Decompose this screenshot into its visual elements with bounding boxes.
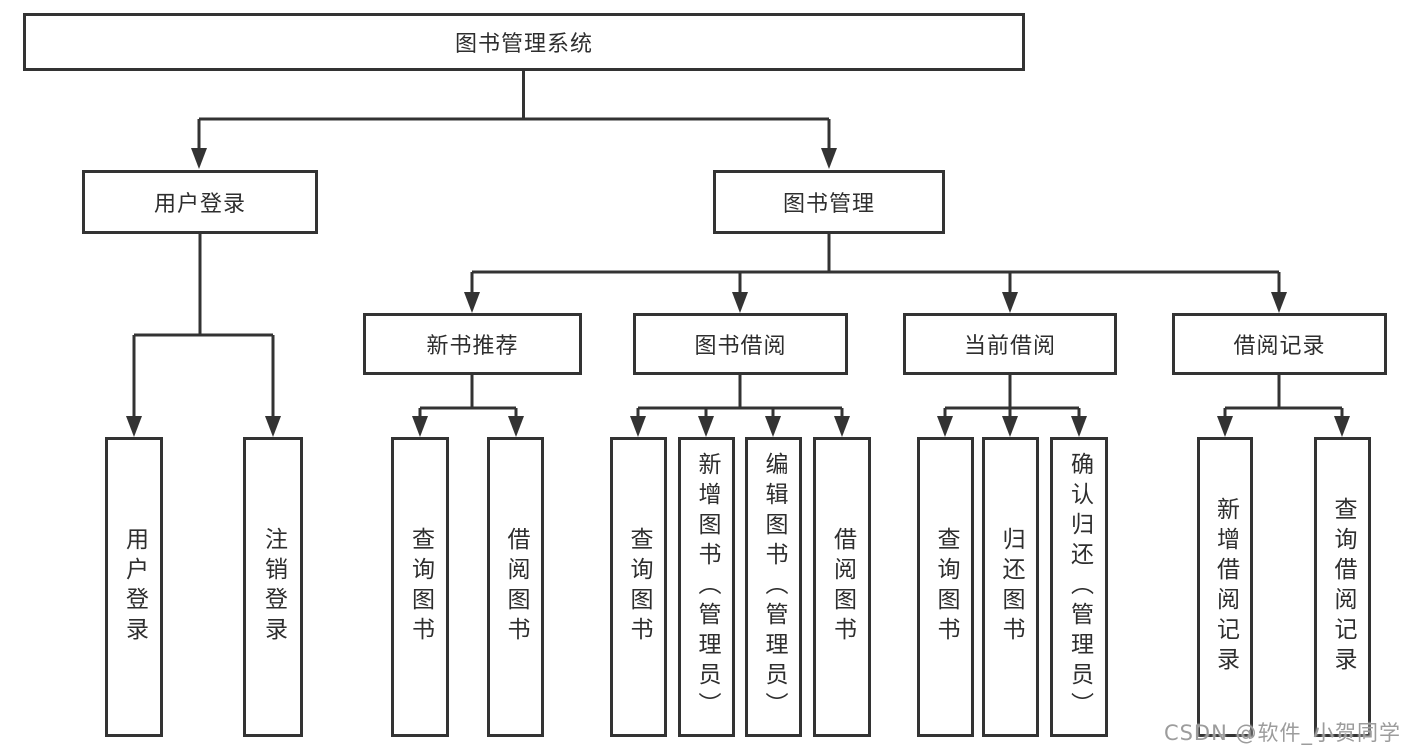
node-label: 新增图书（管理员）: [694, 452, 720, 722]
connector-user-login-to-leaves: [126, 234, 281, 437]
connector-line: [636, 375, 844, 418]
arrowhead-icon: [1002, 416, 1018, 437]
node-label: 图书管理: [782, 192, 875, 217]
node-book-management: 图书管理: [713, 170, 945, 234]
leaf-confirm-return-admin: 确认归还（管理员）: [1050, 437, 1108, 737]
node-label: 查询图书: [626, 527, 652, 647]
leaf-edit-books-admin: 编辑图书（管理员）: [745, 437, 802, 737]
arrowhead-icon: [1334, 416, 1350, 437]
connector-line: [1223, 375, 1344, 418]
arrowhead-icon: [630, 416, 646, 437]
node-current-borrow: 当前借阅: [903, 313, 1117, 375]
leaf-return-books: 归还图书: [982, 437, 1039, 737]
connector-book-borrow-to-leaves: [630, 375, 850, 437]
node-library-system: 图书管理系统: [23, 13, 1025, 71]
node-borrow-records: 借阅记录: [1172, 313, 1387, 375]
node-label: 当前借阅: [963, 334, 1056, 359]
arrowhead-icon: [412, 416, 428, 437]
arrowhead-icon: [265, 416, 281, 437]
leaf-logout: 注销登录: [243, 437, 303, 737]
arrowhead-icon: [1071, 416, 1087, 437]
node-label: 归还图书: [998, 527, 1024, 647]
connector-book-management-to-level3: [464, 234, 1287, 313]
csdn-watermark: CSDN @软件_小贺同学: [1163, 721, 1401, 745]
arrowhead-icon: [937, 416, 953, 437]
arrowhead-icon: [1271, 292, 1287, 313]
arrowhead-icon: [698, 416, 714, 437]
connector-line: [943, 375, 1081, 418]
connector-line: [418, 375, 518, 418]
node-label: 新增借阅记录: [1212, 497, 1239, 677]
node-label: 编辑图书（管理员）: [761, 452, 787, 722]
node-label: 借阅图书: [503, 527, 529, 647]
connector-line: [470, 234, 1281, 294]
arrowhead-icon: [464, 292, 480, 313]
node-label: 注销登录: [260, 527, 287, 647]
node-label: 借阅图书: [829, 527, 856, 647]
leaf-query-borrow-record: 查询借阅记录: [1314, 437, 1371, 737]
node-label: 用户登录: [153, 192, 246, 217]
arrowhead-icon: [1002, 292, 1018, 313]
connector-line: [197, 71, 831, 150]
node-label: 图书借阅: [694, 334, 787, 359]
node-user-login: 用户登录: [82, 170, 318, 234]
leaf-query-books-borrow: 查询图书: [610, 437, 667, 737]
leaf-borrow-books: 借阅图书: [813, 437, 871, 737]
node-label: 借阅记录: [1233, 334, 1326, 359]
connector-new-book-recommend-to-leaves: [412, 375, 524, 437]
leaf-user-login: 用户登录: [105, 437, 163, 737]
node-book-borrow: 图书借阅: [633, 313, 848, 375]
connector-current-borrow-to-leaves: [937, 375, 1087, 437]
leaf-add-books-admin: 新增图书（管理员）: [678, 437, 735, 737]
node-label: 查询借阅记录: [1330, 497, 1356, 677]
arrowhead-icon: [191, 148, 207, 169]
arrowhead-icon: [765, 416, 781, 437]
node-new-book-recommend: 新书推荐: [363, 313, 582, 375]
arrowhead-icon: [732, 292, 748, 313]
leaf-query-books-current: 查询图书: [917, 437, 974, 737]
arrowhead-icon: [126, 416, 142, 437]
connector-borrow-records-to-leaves: [1217, 375, 1350, 437]
connector-root-to-level2: [191, 71, 837, 169]
node-label: 查询图书: [407, 527, 434, 647]
arrowhead-icon: [508, 416, 524, 437]
leaf-add-borrow-record: 新增借阅记录: [1197, 437, 1253, 737]
node-label: 用户登录: [121, 527, 148, 647]
leaf-borrow-books-recommend: 借阅图书: [487, 437, 544, 737]
leaf-query-books-recommend: 查询图书: [391, 437, 449, 737]
connector-line: [132, 234, 275, 418]
arrowhead-icon: [821, 148, 837, 169]
node-label: 确认归还（管理员）: [1066, 452, 1093, 722]
arrowhead-icon: [1217, 416, 1233, 437]
node-label: 查询图书: [933, 527, 959, 647]
arrowhead-icon: [834, 416, 850, 437]
node-label: 新书推荐: [426, 334, 519, 359]
node-label: 图书管理系统: [454, 32, 593, 57]
